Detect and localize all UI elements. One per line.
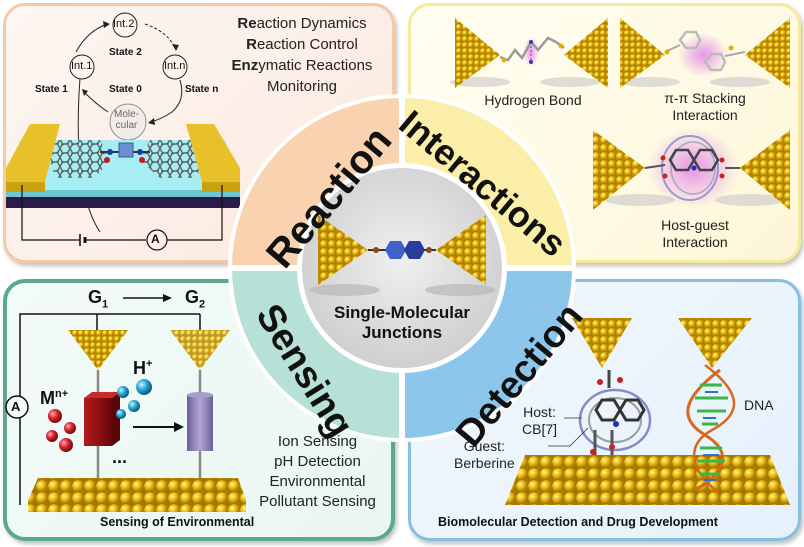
caption-pi-stacking: π-π Stacking Interaction (640, 90, 770, 124)
receptor-block (84, 398, 112, 446)
reaction-topic-item: Enzymatic Reactions (231, 57, 373, 74)
gold-substrate (28, 478, 246, 500)
graphene-device (6, 124, 240, 251)
proton (116, 409, 126, 419)
cycle-arc-top-left (75, 23, 109, 53)
metal-ion (48, 409, 62, 423)
proton (117, 386, 129, 398)
center-title-line2: Junctions (361, 323, 443, 342)
metal-ion (64, 422, 76, 434)
sensing-topic-item: Ion Sensing (277, 433, 358, 450)
arrowhead-icon (172, 44, 179, 51)
caption-host-guest-line1: Host-guest (661, 217, 729, 233)
center-title: Single-Molecular Junctions (312, 303, 492, 343)
right-gold-tip (436, 215, 486, 285)
gold-tip (678, 318, 752, 368)
node-label-molecular: Mole- cular (114, 109, 139, 131)
ammeter-label: A (151, 232, 160, 246)
guest-label-line1: Guest: (463, 438, 505, 454)
dna-backbone (693, 364, 736, 493)
cycle-arc-top-right (144, 23, 176, 49)
molecule-hexagon (404, 241, 425, 259)
gold-substrate (505, 455, 790, 505)
metal-ion (59, 438, 73, 452)
caption-pi-stacking-line1: π-π Stacking (664, 90, 746, 106)
host-label-line2: CB[7] (522, 421, 558, 437)
h-ion-label: H+ (133, 358, 153, 378)
left-electrode (6, 124, 60, 182)
sensing-graphics (5, 294, 246, 512)
state-n-label: State n (185, 84, 219, 95)
right-electrode (186, 124, 240, 182)
molecule-core (118, 142, 134, 158)
reaction-topic-item: Monitoring (266, 78, 338, 95)
reaction-topic-item: Reaction Control (246, 36, 358, 53)
arrowhead-icon (148, 118, 155, 125)
m-ion-label: Mn+ (40, 388, 69, 408)
proton (136, 379, 152, 395)
node-label-molecular-line1: Mole- (114, 109, 140, 120)
arrow-icon (174, 422, 184, 432)
ellipsis: ... (112, 447, 128, 467)
center-title-line1: Single-Molecular (333, 303, 471, 322)
state-1-label: State 1 (35, 84, 68, 95)
proton (128, 400, 140, 412)
state-0-label: State 0 (109, 84, 142, 95)
cycle-node-int1 (69, 54, 95, 80)
sensing-topics-list: Ion Sensing pH Detection Environmental P… (250, 432, 385, 512)
g2-label: G2 (185, 287, 206, 311)
sensing-caption: Sensing of Environmental (100, 515, 255, 529)
center-ring (228, 94, 576, 442)
arrowhead-icon (82, 89, 88, 96)
cycle-node-int2 (112, 12, 138, 38)
caption-host-guest-line2: Interaction (662, 234, 728, 250)
node-label-intn: Int.n (164, 60, 186, 72)
arrow-icon (163, 294, 172, 302)
ammeter-label: A (11, 399, 21, 414)
caption-pi-stacking-line2: Interaction (672, 107, 738, 123)
guest-label: Guest: Berberine (454, 438, 515, 472)
gold-tip (572, 318, 632, 368)
sensing-topic-item: Pollutant Sensing (259, 493, 376, 510)
node-label-int2: Int.2 (113, 18, 135, 30)
ammeter-icon (5, 395, 29, 419)
sensing-topic-item: pH Detection (274, 453, 361, 470)
gold-tip (68, 330, 128, 370)
cb7-host (578, 388, 652, 452)
caption-hydrogen-bond: Hydrogen Bond (484, 92, 582, 108)
reaction-cycle-diagram (69, 12, 188, 233)
caption-host-guest: Host-guest Interaction (630, 217, 760, 251)
dna-label: DNA (744, 397, 774, 413)
cycle-arc-right (149, 79, 183, 123)
arrowhead-icon (103, 21, 110, 28)
gold-tip (170, 330, 230, 370)
dna-base-pairs (695, 383, 728, 476)
reaction-topic-item: Reaction Dynamics (237, 15, 367, 32)
state-2-label: State 2 (109, 47, 142, 58)
host-label: Host: CB[7] (522, 404, 557, 438)
center-disk (302, 168, 502, 368)
g1-label: G1 (88, 287, 109, 311)
metal-ion (46, 430, 58, 442)
left-gold-tip (318, 215, 368, 285)
guest-label-line2: Berberine (454, 455, 515, 471)
host-label-line1: Host: (523, 404, 556, 420)
cycle-arc-bottom-left (83, 91, 109, 113)
node-label-molecular-line2: cular (115, 120, 138, 131)
cycle-node-intn (162, 54, 188, 80)
interactions-graphics (450, 18, 790, 210)
molecule-hexagon (385, 241, 406, 259)
sensing-topic-item: Environmental (269, 473, 366, 490)
node-label-int1: Int.1 (71, 60, 93, 72)
bound-state-cylinder (187, 395, 213, 451)
reaction-topics-list: Reaction Dynamics Reaction Control Enzym… (222, 13, 382, 97)
detection-graphics (505, 318, 790, 505)
detection-caption: Biomolecular Detection and Drug Developm… (438, 515, 718, 529)
